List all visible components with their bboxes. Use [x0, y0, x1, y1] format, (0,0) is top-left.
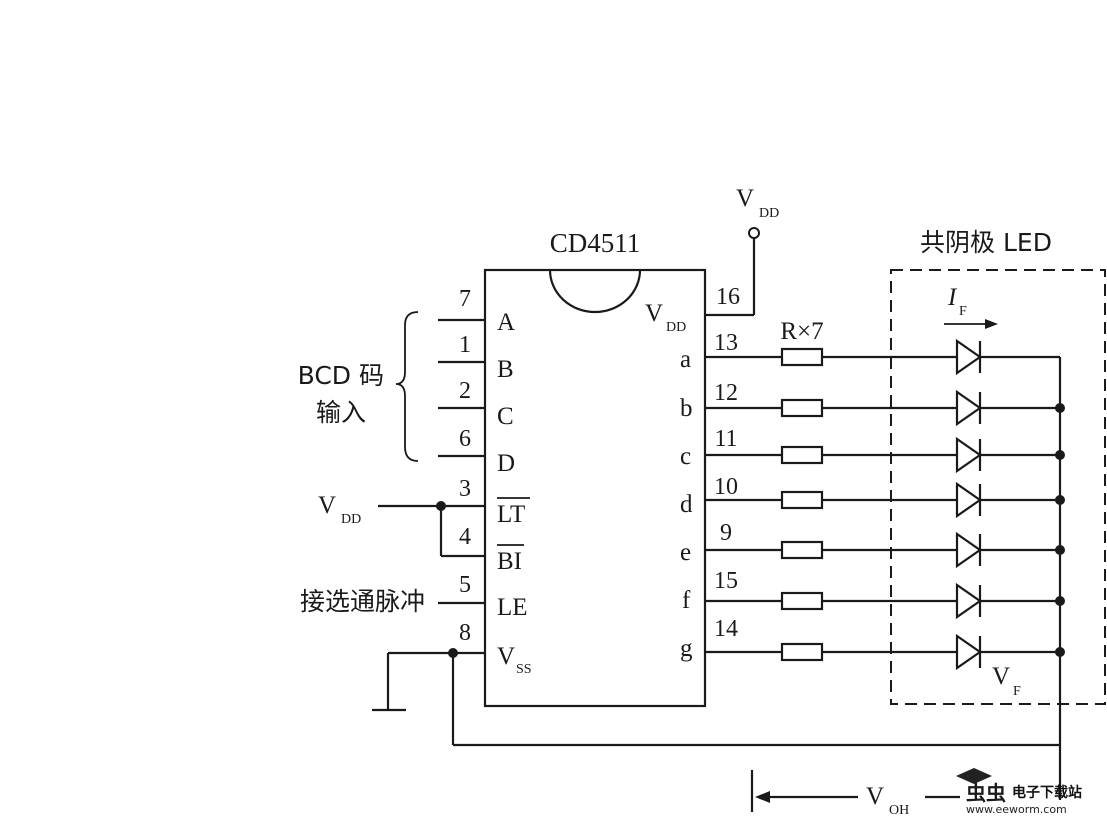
- led-f: [955, 582, 982, 620]
- pin-VDD-sub: DD: [666, 320, 686, 335]
- led-b: [955, 389, 982, 427]
- voh-sub: OH: [889, 803, 909, 817]
- pin-b-number: 12: [714, 380, 738, 406]
- pin-g-label: g: [680, 635, 693, 662]
- pin-VDD-number: 16: [716, 284, 740, 310]
- bcd-label-line2: 输入: [316, 398, 366, 427]
- vdd-top-sub: DD: [759, 206, 779, 221]
- resistor-c: [780, 445, 824, 465]
- if-arrow-head: [985, 319, 998, 329]
- pin-e-number: 9: [720, 520, 732, 546]
- pin-LT-label: LT: [497, 501, 525, 528]
- pin-d-number: 10: [714, 474, 738, 500]
- watermark-cap-icon: [956, 768, 992, 784]
- resistor-e: [780, 540, 824, 560]
- pin-VSS-number: 8: [459, 620, 471, 646]
- ic-body: [483, 268, 707, 708]
- pin-B-label: B: [497, 356, 514, 383]
- bcd-label-line1: BCD 码: [298, 361, 384, 390]
- pin-LE-number: 5: [459, 572, 471, 598]
- pin-VSS-label: V: [497, 643, 515, 670]
- lt-bi-junction: [436, 501, 446, 511]
- pin-a-label: a: [680, 346, 691, 373]
- segment-rows: [705, 338, 1065, 671]
- pin-f-number: 15: [714, 568, 738, 594]
- pin-C-number: 2: [459, 378, 471, 404]
- voh-label: V: [866, 783, 884, 810]
- led-g: [955, 633, 982, 671]
- vdd-left-sub: DD: [341, 512, 361, 527]
- resistor-f: [780, 591, 824, 611]
- led-a: [955, 338, 982, 376]
- pin-c-label: c: [680, 443, 691, 470]
- led-d: [955, 481, 982, 519]
- resistor-a: [780, 347, 824, 367]
- pin-B-number: 1: [459, 332, 471, 358]
- resistor-d: [780, 490, 824, 510]
- resistor-label: R×7: [780, 318, 823, 345]
- pin-A-label: A: [497, 309, 515, 336]
- watermark-url: www.eeworm.com: [966, 803, 1067, 816]
- watermark: 虫虫 电子下载站 www.eeworm.com: [956, 768, 1082, 816]
- strobe-label: 接选通脉冲: [300, 587, 425, 616]
- led-e: [955, 531, 982, 569]
- pin-BI-number: 4: [459, 524, 471, 550]
- pin-LE-label: LE: [497, 594, 528, 621]
- led-c: [955, 436, 982, 474]
- ic-name: CD4511: [550, 228, 641, 258]
- ic-notch: [548, 269, 642, 314]
- pin-D-label: D: [497, 450, 515, 477]
- vdd-top-label: V: [736, 185, 754, 212]
- bcd-brace: [395, 311, 419, 462]
- watermark-title: 电子下载站: [1012, 784, 1082, 801]
- pin-VSS-sub: SS: [516, 662, 532, 677]
- left-pins: 7 A 1 B 2 C 6 D 3 LT 4 BI 5 LE 8 V SS: [378, 286, 532, 677]
- vdd-left-label: V: [318, 492, 336, 519]
- pin-A-number: 7: [459, 286, 471, 312]
- resistor-g: [780, 642, 824, 662]
- vf-label: V: [992, 663, 1010, 690]
- pin-a-number: 13: [714, 330, 738, 356]
- pin-g-number: 14: [714, 616, 738, 642]
- resistor-b: [780, 398, 824, 418]
- pin-e-label: e: [680, 539, 691, 566]
- pin-b-label: b: [680, 395, 693, 422]
- pin-c-number: 11: [714, 426, 737, 452]
- pin-LT-number: 3: [459, 476, 471, 502]
- led-block-label: 共阴极 LED: [920, 228, 1052, 257]
- voh-arrow-head: [755, 791, 770, 803]
- right-pins: 16 V DD 13 a 12 b 11 c 10 d 9 e 15 f 14 …: [645, 284, 740, 662]
- pin-BI-label: BI: [497, 548, 522, 575]
- led-dashed-box: [890, 269, 1106, 705]
- watermark-logo: 虫虫: [966, 781, 1006, 805]
- if-label: I: [947, 284, 958, 311]
- pin-f-label: f: [682, 587, 691, 614]
- pin-VDD-label: V: [645, 300, 663, 327]
- pin-d-label: d: [680, 491, 693, 518]
- pin-C-label: C: [497, 403, 514, 430]
- pin-D-number: 6: [459, 426, 471, 452]
- if-sub: F: [959, 304, 967, 319]
- vdd-top-terminal: [748, 227, 760, 239]
- vf-sub: F: [1013, 684, 1021, 699]
